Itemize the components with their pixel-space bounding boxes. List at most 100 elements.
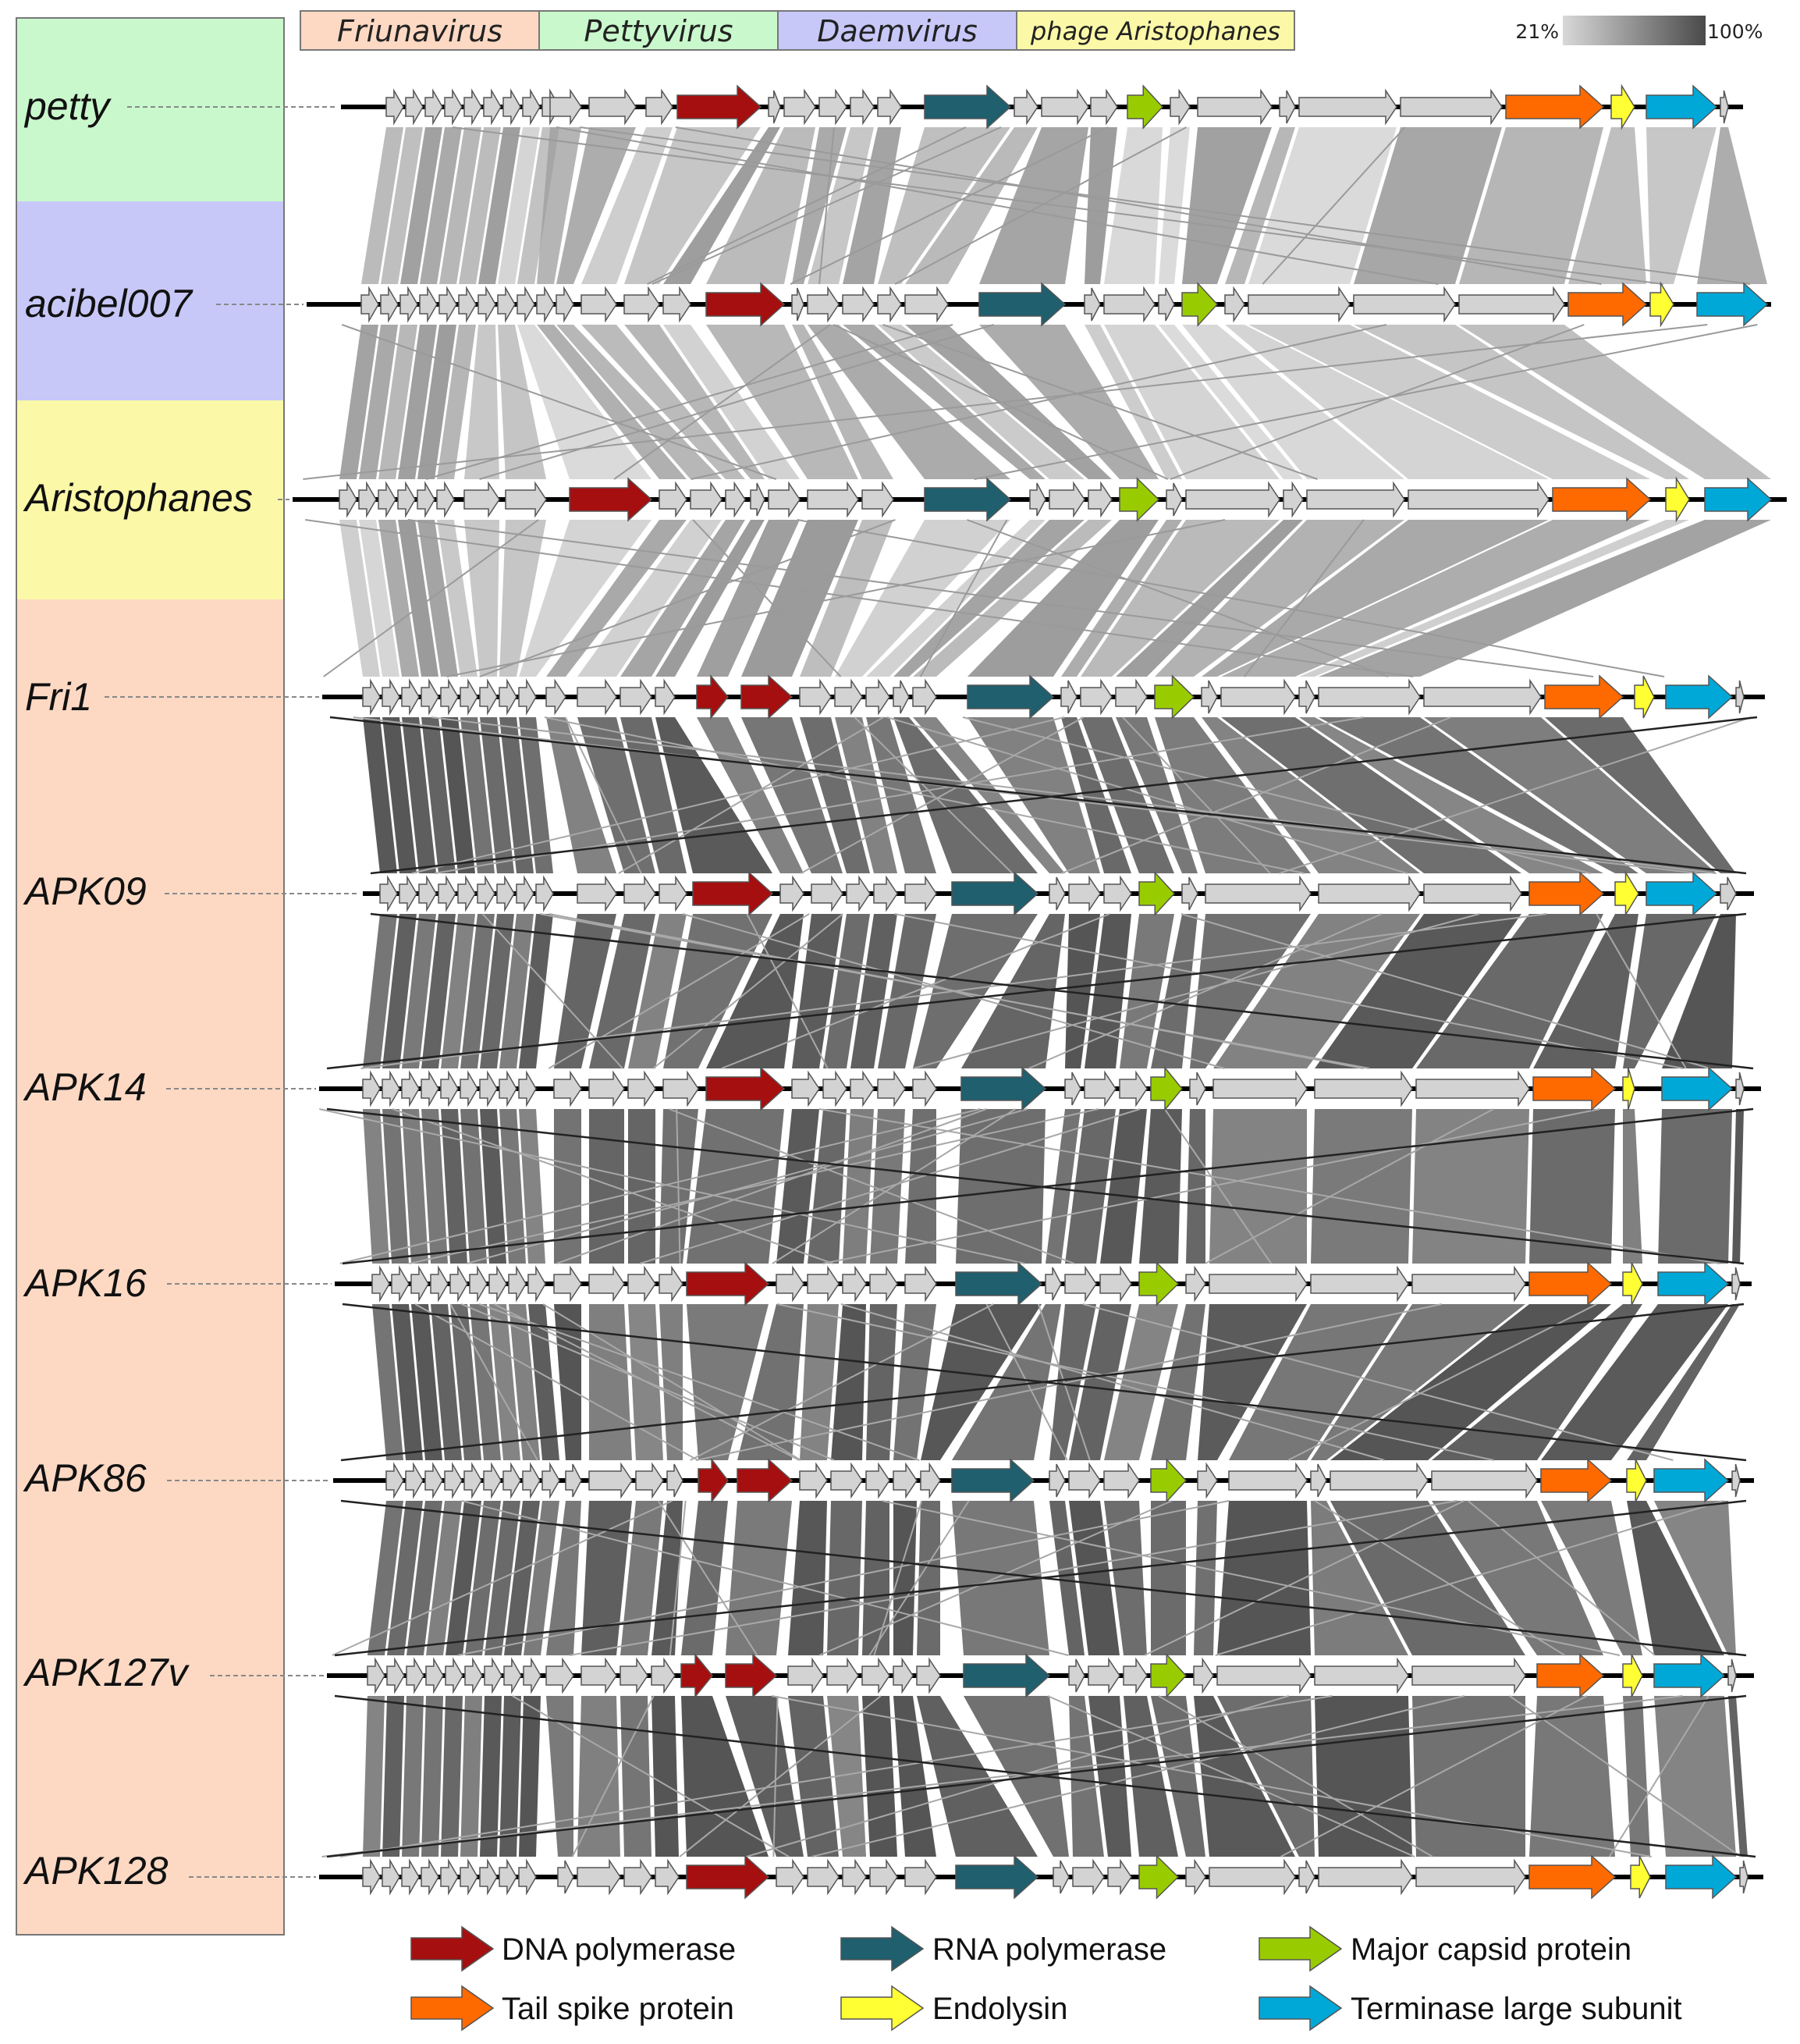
gene-arrow-dna-polymerase [686, 1261, 770, 1306]
homology-band [589, 914, 655, 1068]
gene-arrow-hypothetical [458, 286, 477, 323]
homology-band [1069, 1304, 1131, 1460]
inversion-link [326, 1107, 1745, 1265]
gene-arrow-hypothetical [916, 1657, 941, 1694]
gene-arrow-hypothetical [912, 678, 937, 716]
gene-arrow-hypothetical [1318, 875, 1421, 912]
homology-band [655, 520, 765, 677]
gene-arrow-hypothetical [1306, 481, 1405, 518]
gene-arrow-hypothetical [791, 1070, 820, 1107]
homology-link [466, 1108, 1028, 1264]
homology-band [402, 1109, 428, 1264]
gene-arrow-hypothetical [850, 1070, 875, 1107]
gene-arrow-hypothetical [516, 875, 534, 912]
gene-arrow-hypothetical [1431, 1462, 1538, 1499]
homology-band [378, 325, 417, 479]
homology-link [1037, 1303, 1091, 1461]
homology-link [679, 1695, 882, 1857]
gene-arrow-hypothetical [362, 1858, 381, 1896]
gene-arrow-hypothetical [382, 1070, 400, 1107]
homology-band [546, 1501, 581, 1655]
homology-bands [303, 126, 1771, 1858]
homology-band [706, 914, 804, 1068]
gene-arrow-hypothetical [655, 678, 676, 716]
gene-arrow-hypothetical [1298, 680, 1315, 714]
homology-band [499, 1109, 526, 1264]
homology-link [305, 519, 1414, 677]
homology-band [499, 1696, 521, 1857]
gene-arrow-rna-polymerase [924, 477, 1012, 522]
gene-arrow-hypothetical [799, 678, 832, 716]
gene-arrow-hypothetical [385, 88, 404, 126]
gene-arrow-hypothetical [1166, 482, 1183, 517]
homology-band [1225, 127, 1295, 284]
gene-arrow-hypothetical [1310, 1463, 1327, 1498]
gene-arrow-major-capsid [1138, 1261, 1180, 1306]
gene-arrow-hypothetical [826, 1657, 859, 1694]
homology-band [800, 520, 893, 677]
homology-link [868, 1500, 970, 1656]
gene-arrow-hypothetical [541, 1462, 560, 1499]
genus-key-pettyvirus-box [538, 10, 779, 51]
gene-arrow-hypothetical [830, 1462, 863, 1499]
gene-arrow-hypothetical [807, 481, 859, 518]
homology-link [651, 126, 1002, 285]
genome-track-apk16 [335, 1261, 1752, 1306]
gene-arrow-dna-polymerase [705, 282, 786, 327]
homology-link [771, 1695, 1652, 1857]
homology-band [905, 127, 1038, 284]
gene-arrow-hypothetical [553, 1070, 582, 1107]
homology-band [363, 1696, 385, 1857]
homology-band [554, 1109, 581, 1264]
homology-band [363, 1109, 389, 1264]
gene-arrow-hypothetical [861, 1657, 890, 1694]
gene-arrow-hypothetical [651, 1657, 676, 1694]
homology-link [613, 324, 831, 480]
gene-arrow-hypothetical [627, 1070, 656, 1107]
gene-arrow-rna-polymerase [955, 1261, 1043, 1306]
legend-item-tail-spike-protein: Tail spike protein [410, 1985, 734, 2032]
gene-arrow-hypothetical [1107, 1858, 1132, 1896]
gene-arrow-hypothetical [399, 286, 418, 323]
gene-arrow-rna-polymerase [967, 674, 1055, 720]
homology-band [1081, 520, 1280, 677]
homology-band [1315, 914, 1521, 1068]
homology-band [519, 520, 651, 677]
homology-link [1082, 1303, 1674, 1461]
gene-arrow-hypothetical [385, 1462, 404, 1499]
gene-arrow-hypothetical [417, 481, 435, 518]
gene-arrow-hypothetical [893, 1462, 918, 1499]
homology-band [628, 1109, 655, 1264]
homology-band [554, 1304, 581, 1460]
homology-band [681, 1696, 769, 1857]
homology-link [549, 913, 1364, 1069]
gene-arrow-hypothetical [1248, 286, 1351, 323]
homology-band [878, 325, 1085, 479]
homology-band [1229, 1304, 1408, 1460]
homology-link [548, 913, 810, 1069]
gene-arrow-hypothetical [1045, 1267, 1062, 1301]
genus-panel [16, 17, 285, 1936]
identity-scale: 21% 100% [1515, 16, 1763, 45]
gene-arrow-terminase-large [1653, 1653, 1726, 1698]
homology-band [581, 1501, 632, 1655]
gene-arrow-hypothetical [545, 1657, 574, 1694]
homology-band [1151, 1501, 1186, 1655]
gene-arrow-hypothetical [1298, 1860, 1315, 1894]
phage-label-apk16: APK16 [23, 1261, 147, 1305]
homology-band [556, 325, 722, 479]
homology-link [556, 126, 1439, 285]
gene-arrow-hypothetical [1314, 1070, 1413, 1107]
legend-arrow-tail-spike-protein [410, 1985, 495, 2032]
genus-key-aristophanes-box [1016, 10, 1295, 51]
homology-band [706, 325, 858, 479]
homology-link [556, 1108, 987, 1264]
gene-arrow-hypothetical [535, 875, 554, 912]
homology-band [421, 914, 456, 1068]
gene-arrow-hypothetical [1209, 1858, 1296, 1896]
gene-arrow-hypothetical [1088, 1657, 1120, 1694]
gene-arrow-hypothetical [655, 1858, 680, 1896]
homology-link [1279, 716, 1752, 874]
gene-arrow-hypothetical [807, 286, 840, 323]
homology-band [363, 914, 397, 1068]
